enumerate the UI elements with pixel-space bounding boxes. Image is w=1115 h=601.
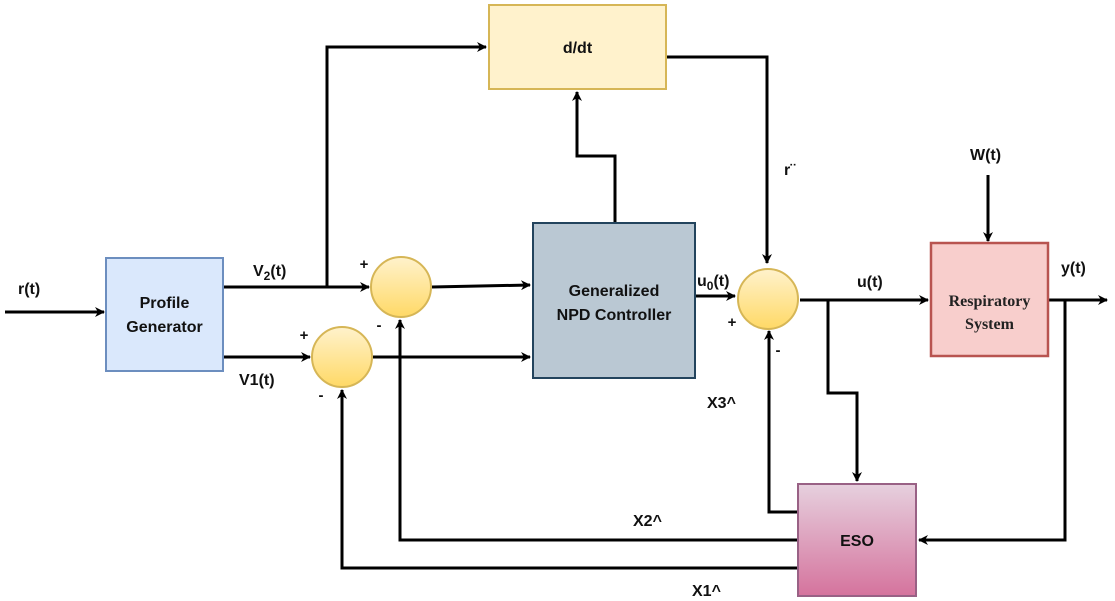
signal-w-label: W(t)	[970, 147, 1001, 164]
wire-x3-feedback	[764, 330, 798, 514]
respiratory-system-label-1: Respiratory	[949, 293, 1031, 310]
summing-junction-3[interactable]	[737, 268, 799, 330]
wire-x2-feedback	[395, 319, 798, 542]
respiratory-system-label-2: System	[965, 316, 1015, 333]
wire-y-to-eso	[918, 300, 1067, 545]
signal-y-label: y(t)	[1061, 260, 1086, 277]
differentiator-label: d/dt	[563, 40, 593, 57]
signal-v2-label: V2(t)	[253, 263, 286, 283]
signal-u-label: u(t)	[857, 274, 883, 291]
wire-x1-feedback	[337, 389, 798, 570]
profile-generator-label-2: Generator	[126, 319, 202, 336]
wire-u-to-eso	[826, 300, 862, 482]
eso-label: ESO	[840, 533, 874, 550]
signal-x2-label: X2^	[633, 513, 662, 530]
sum3-minus-sign: -	[776, 342, 781, 359]
differentiator-block[interactable]: d/dt	[488, 4, 667, 90]
signal-v1-label: V1(t)	[239, 372, 275, 389]
sum1-plus-sign: +	[360, 256, 369, 273]
signal-u0-label: u0(t)	[697, 273, 729, 293]
profile-generator-label-1: Profile	[140, 295, 190, 312]
summing-junction-1[interactable]	[370, 256, 432, 318]
eso-block[interactable]: ESO	[797, 483, 917, 597]
signal-x1-label: X1^	[692, 583, 721, 600]
sum2-plus-sign: +	[300, 327, 309, 344]
signal-rddot-label: r¨	[784, 162, 796, 179]
signal-x3-label: X3^	[707, 395, 736, 412]
sum2-minus-sign: -	[319, 387, 324, 404]
signal-r-label: r(t)	[18, 281, 40, 298]
wire-rddot-to-sum3	[667, 55, 772, 264]
sum1-minus-sign: -	[377, 317, 382, 334]
wire-sum1-to-controller	[431, 280, 531, 291]
npd-controller-label-1: Generalized	[569, 283, 660, 300]
npd-controller-block[interactable]: Generalized NPD Controller	[532, 222, 696, 379]
wire-controller-to-differentiator	[572, 91, 617, 222]
npd-controller-label-2: NPD Controller	[557, 307, 672, 324]
respiratory-system-block[interactable]: Respiratory System	[929, 241, 1050, 358]
profile-generator-block[interactable]: Profile Generator	[105, 257, 224, 372]
sum3-plus-sign: +	[728, 314, 737, 331]
summing-junction-2[interactable]	[311, 326, 373, 388]
wire-v2-to-differentiator	[325, 42, 487, 287]
